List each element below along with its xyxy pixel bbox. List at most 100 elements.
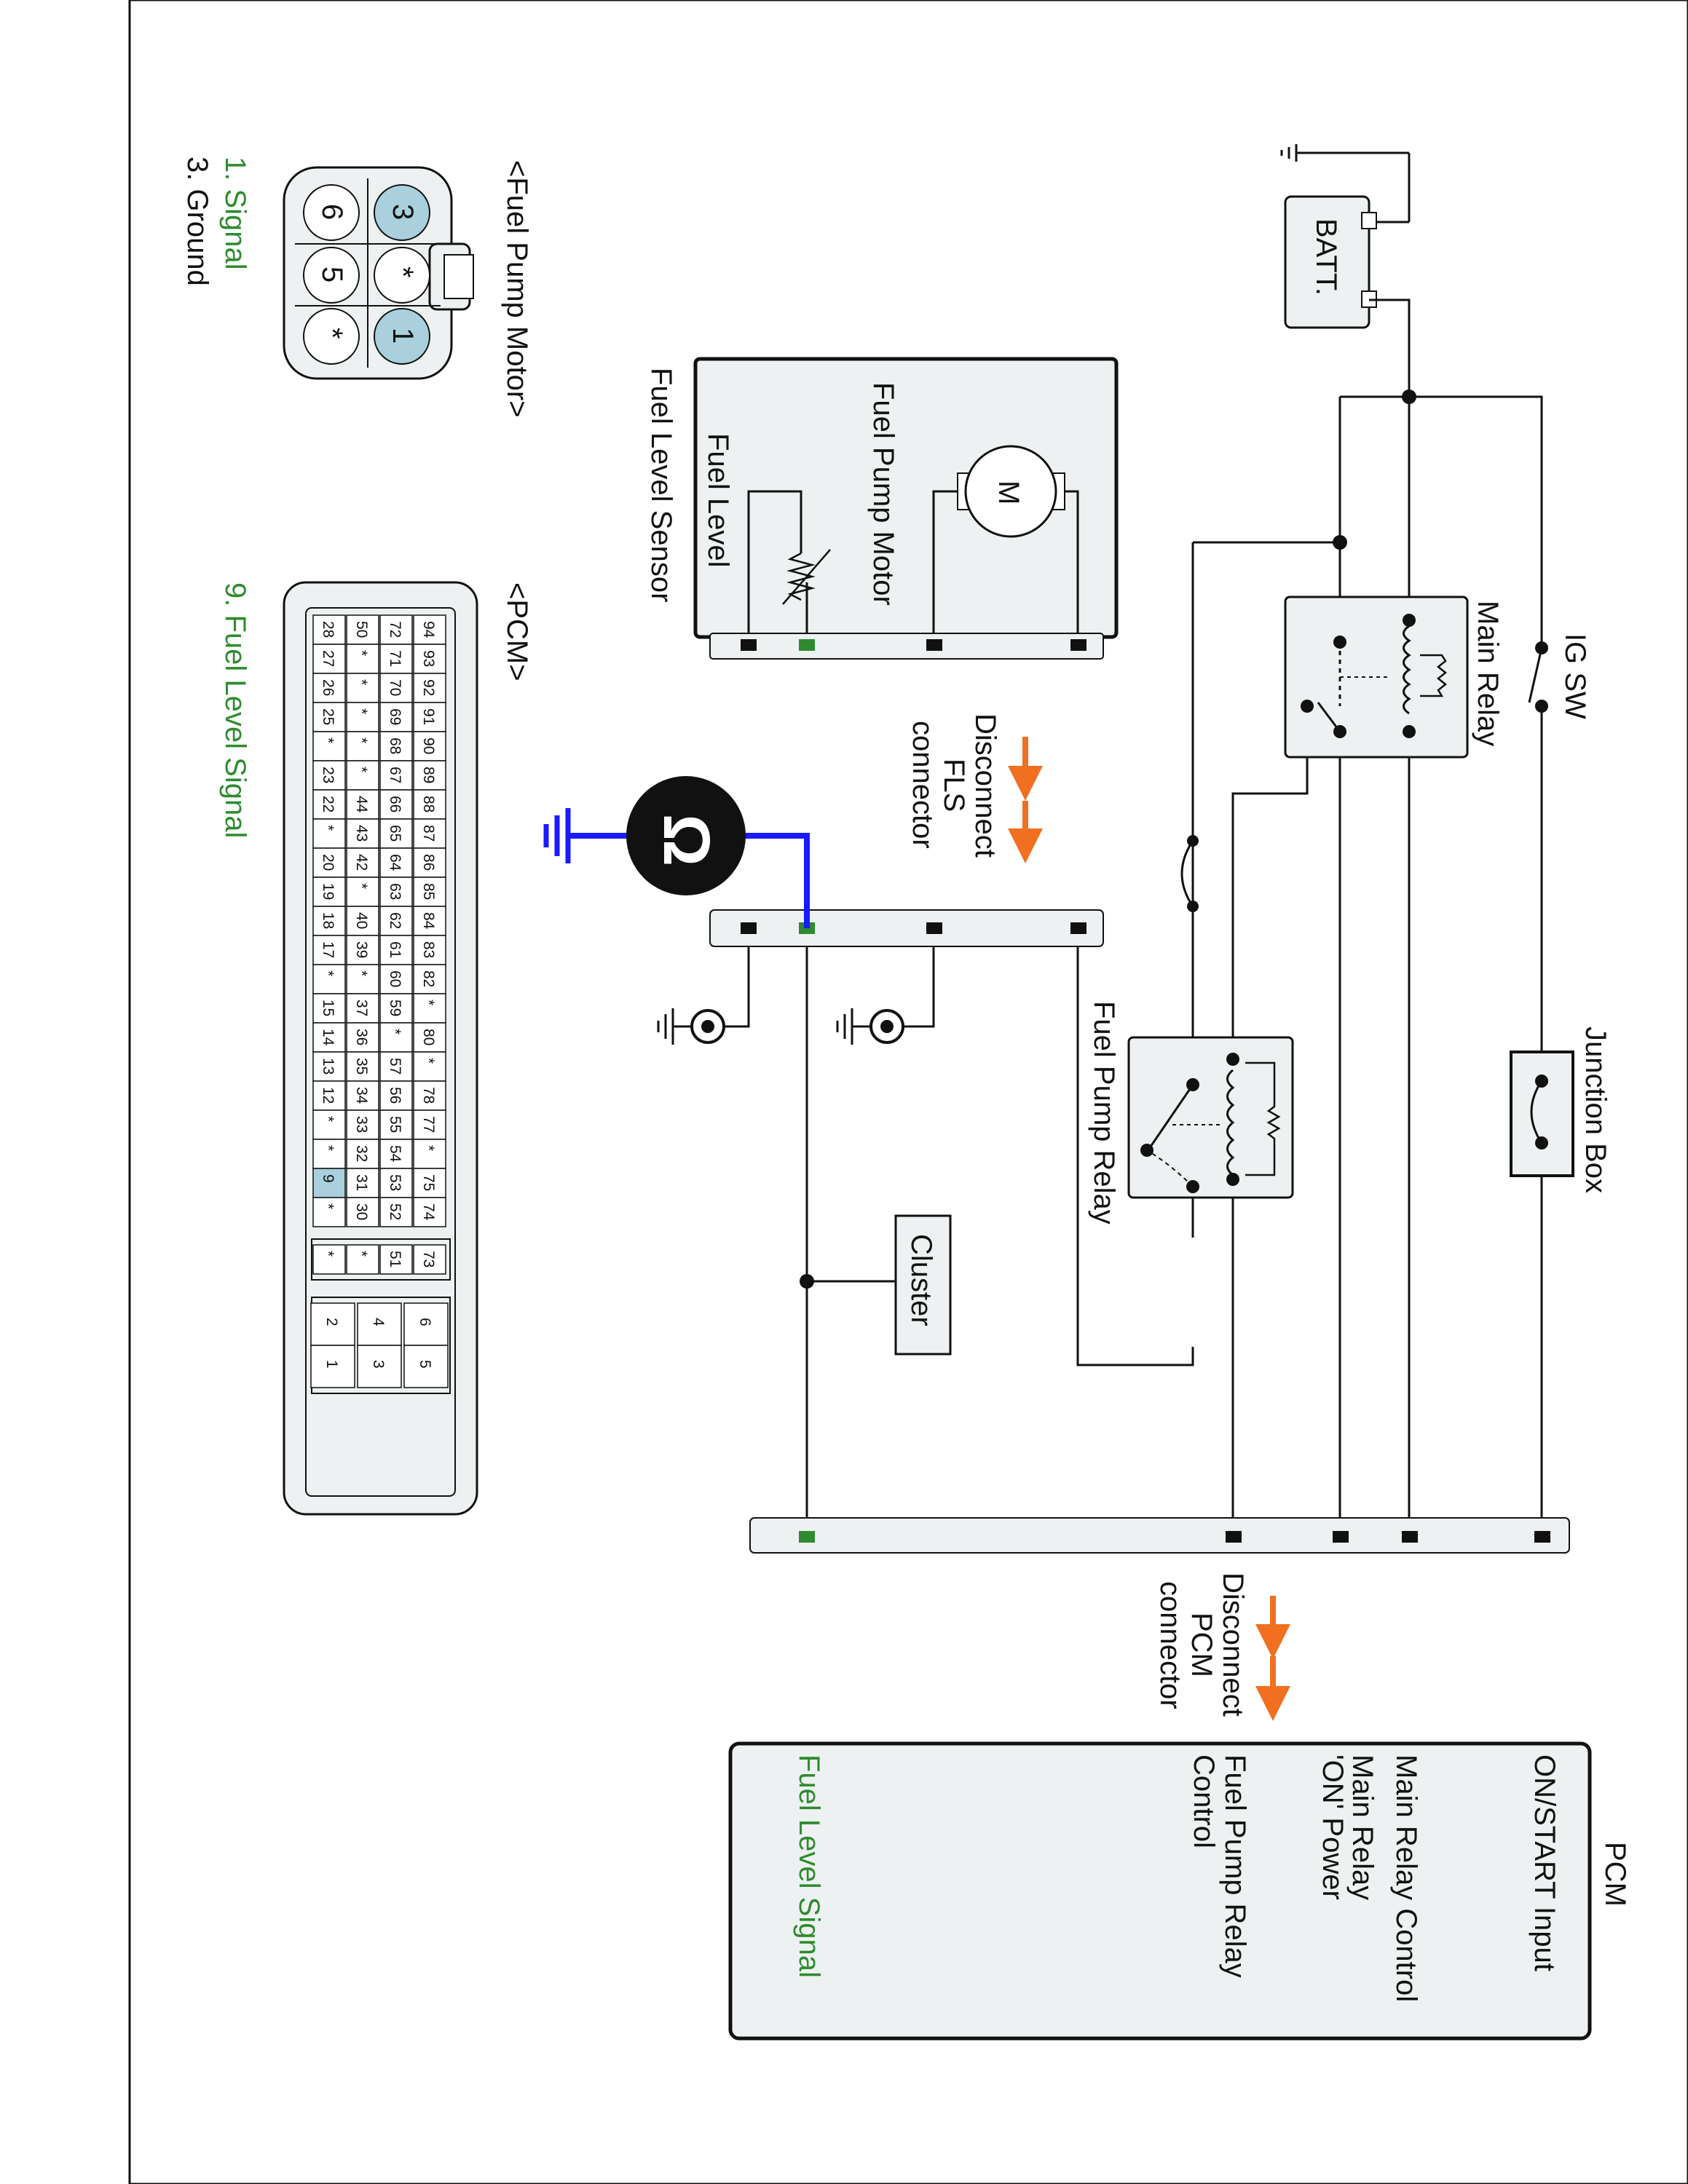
pcm-pin-label: 68 [387,737,403,754]
pcm-pin-label: * [320,825,336,831]
pcm-pin-cell [379,1244,413,1275]
pcm-pin-cell [346,1197,379,1227]
fpm-pin [374,184,430,241]
pcm-pin-label: 5 [417,1360,433,1369]
fpm-pin-label: 6 [316,204,348,220]
fpm-pin [374,308,430,365]
pcm-pin-cell [379,847,413,878]
pcm-pin-label: 62 [387,912,403,929]
junction-box-label: Junction Box [1579,1026,1612,1193]
fuel-pump-motor-connector-view: <Fuel Pump Motor> 3*165* 1. Signal 3. Gr… [181,157,533,418]
fpm-pin [303,247,360,304]
pcm-pin-label: 9 [320,1174,336,1183]
junction-box: Junction Box [1510,1026,1612,1193]
pcm-pin-cell [379,1080,413,1111]
pcm-pin-label: 57 [387,1058,403,1075]
pcm-title: PCM [1599,1842,1631,1907]
pcm-pin-label: 37 [353,1000,370,1016]
pcm-pin-label: 93 [420,650,437,667]
pcm-pin-label: 6 [417,1318,433,1326]
fpm-pin-label: * [316,328,348,339]
pcm-pin-label: 15 [320,1000,336,1016]
pcm-pin-label: 25 [320,708,336,725]
fuel-pump-motor-label: Fuel Pump Motor [867,382,899,606]
pcm-pin-cell [413,993,446,1024]
pcm-pin-cell [379,1051,413,1082]
pcm-pin-label: 89 [420,767,437,783]
pcm-pin-label: * [320,1116,336,1122]
pcm-pin-label: 80 [420,1029,437,1045]
pcm-pin-cell [346,1139,379,1169]
pcm-pin-cell [312,964,346,994]
pcm-pin-cell [413,1109,446,1140]
pcm-pin-label: 78 [420,1087,437,1104]
ohmmeter-icon [626,776,746,895]
pcm-pin-cell [312,935,346,965]
pcm-pin-cell [312,1051,346,1082]
pcm-pin-cell [312,644,346,674]
pcm-pin-cell [312,847,346,878]
disconnect-fls-line2: FLS [938,759,970,812]
pcm-pin-cell [310,1345,355,1388]
pcm-pin-label: 42 [353,854,370,871]
pcm-pin-label: * [353,970,370,976]
pcm-pin-label: 66 [387,796,403,812]
pcm-pin-label: 35 [353,1058,370,1075]
pcm-pin-cell [312,789,346,820]
ig-sw-label: IG SW [1559,633,1591,719]
pcm-pin-cell [312,614,346,645]
cluster: Cluster [894,1214,952,1356]
pcm-pin-label: 84 [420,912,437,930]
pcm-pin-label: 52 [387,1203,403,1220]
pcm-pin-label: 36 [353,1029,370,1045]
fpm-pin-label: 5 [316,266,348,282]
fpm-legend-ground: 3. Ground [181,157,213,286]
pcm-pin-cell [413,935,446,965]
pcm-pin-cell [346,673,379,703]
fpm-pin-label: * [387,266,419,278]
pcm-pin-cell [413,818,446,849]
pcm-pin-label: 54 [387,1145,403,1163]
fls-connector [709,909,1104,947]
fpm-pin [303,184,360,241]
ground-symbol-2 [657,1008,725,1045]
pcm-line-main-relay: Main Relay [1346,1754,1379,1900]
pcm-pin-cell [346,644,379,674]
pcm-pin-cell [312,1244,346,1275]
battery-label: BATT. [1310,218,1342,296]
pcm-pin-label: 4 [370,1318,387,1326]
disconnect-fls-line1: Disconnect [969,713,1001,858]
pcm-pin-label: 69 [387,708,403,725]
pcm-connector-view: <PCM> 94939291908988878685848382*80*7877… [219,581,533,1516]
pcm-pin-cell [346,906,379,936]
pcm-pin-cell [346,702,379,732]
pcm-pin-label: * [353,737,370,743]
pcm-pin-label: 32 [353,1145,370,1162]
main-relay: Main Relay [1284,596,1504,759]
pcm-pin-label: * [353,767,370,772]
pcm-pin-label: * [420,1058,437,1064]
pcm-pin-label: 43 [353,825,370,842]
pcm-pin-cell [379,1022,413,1053]
pcm-pin-cell [312,702,346,732]
pcm-pin-cell [312,1080,346,1111]
pcm-pin-label: 2 [323,1318,340,1326]
pcm-pin-cell [346,1109,379,1140]
pcm-line-fpr: Fuel Pump Relay [1219,1754,1251,1978]
fpm-pin [374,247,430,304]
pcm-pin-label: 88 [420,796,437,812]
fuel-level-label: Fuel Level [702,433,734,568]
pcm-pin-cell [312,1139,346,1169]
fpm-pin-label: 1 [387,328,419,344]
pcm-pin-label: 56 [387,1087,403,1104]
pcm-pin-cell [346,964,379,994]
pcm-pin-cell [312,1168,346,1198]
pcm-connector-legend: 9. Fuel Level Signal [219,582,251,838]
pcm-pin-label: 83 [420,941,437,958]
pcm-pin-cell [346,1022,379,1053]
motor-symbol: M [993,480,1025,505]
pcm-pin-label: 77 [420,1116,437,1133]
pcm-connector-title: <PCM> [501,582,533,681]
pcm-pin-cell [346,877,379,907]
fpm-legend-signal: 1. Signal [219,157,251,270]
